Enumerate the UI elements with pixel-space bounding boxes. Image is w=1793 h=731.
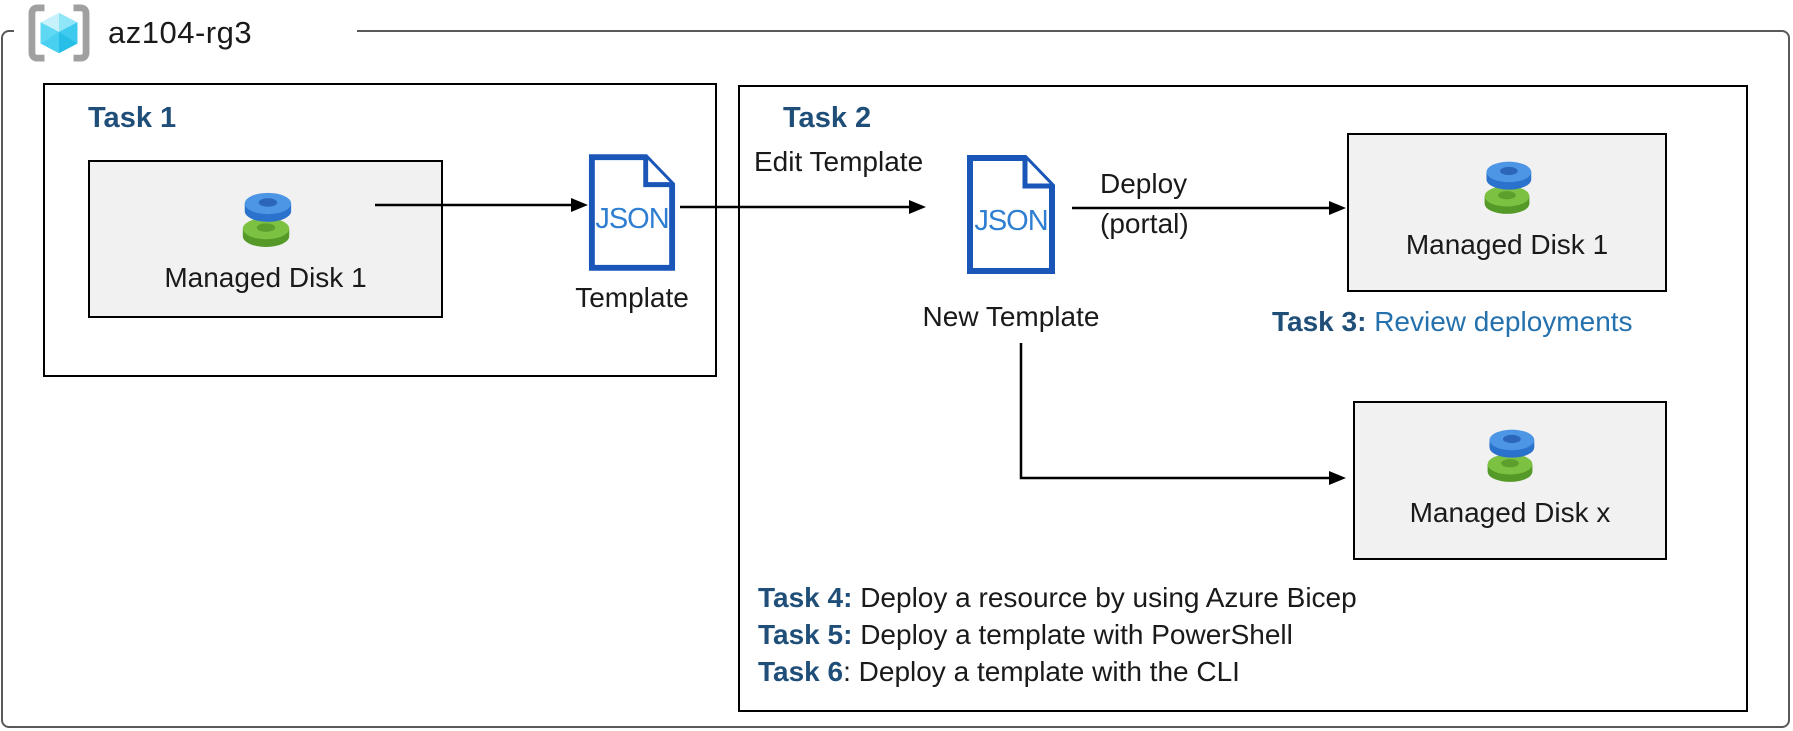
managed-disk-icon [1482,415,1538,491]
task6-line: Task 6: Deploy a template with the CLI [758,656,1240,688]
task5-label: Task 5: [758,619,853,650]
json-file-text: JSON [595,203,669,235]
deploy-portal-label: Deploy (portal) [1100,168,1189,240]
task3-label: Task 3: [1272,306,1367,337]
new-template-label: New Template [922,301,1100,332]
resource-group-icon [28,4,90,62]
task4-text: Deploy a resource by using Azure Bicep [852,582,1357,613]
managed-disk-1-deployed-box: Managed Disk 1 [1347,133,1667,292]
task5-text: Deploy a template with PowerShell [852,619,1293,650]
managed-disk-1-box: Managed Disk 1 [88,160,443,318]
task3-text: Review deployments [1366,306,1633,337]
managed-disk-icon [237,178,295,256]
task4-label: Task 4: [758,582,853,613]
task1-heading: Task 1 [88,102,177,134]
json-template-icon: JSON [587,152,677,273]
managed-disk-1-deployed-label: Managed Disk 1 [1405,229,1609,260]
edit-template-label: Edit Template [754,146,924,177]
json-new-template-icon: JSON [965,153,1057,276]
resource-group-label: az104-rg3 [14,0,358,66]
task6-text: : Deploy a template with the CLI [843,656,1240,687]
task5-line: Task 5: Deploy a template with PowerShel… [758,619,1293,651]
resource-group-name: az104-rg3 [108,15,253,50]
deploy-label-line2: (portal) [1100,208,1189,239]
task3-line: Task 3: Review deployments [1272,306,1633,338]
json-file-text: JSON [974,205,1048,237]
managed-disk-x-box: Managed Disk x [1353,401,1667,560]
managed-disk-1-label: Managed Disk 1 [164,262,367,293]
managed-disk-icon [1479,147,1535,223]
managed-disk-x-label: Managed Disk x [1409,497,1611,528]
task2-heading: Task 2 [783,102,872,134]
deploy-label-line1: Deploy [1100,168,1188,199]
template-label: Template [575,282,689,313]
task4-line: Task 4: Deploy a resource by using Azure… [758,582,1357,614]
task6-label: Task 6 [758,656,844,687]
